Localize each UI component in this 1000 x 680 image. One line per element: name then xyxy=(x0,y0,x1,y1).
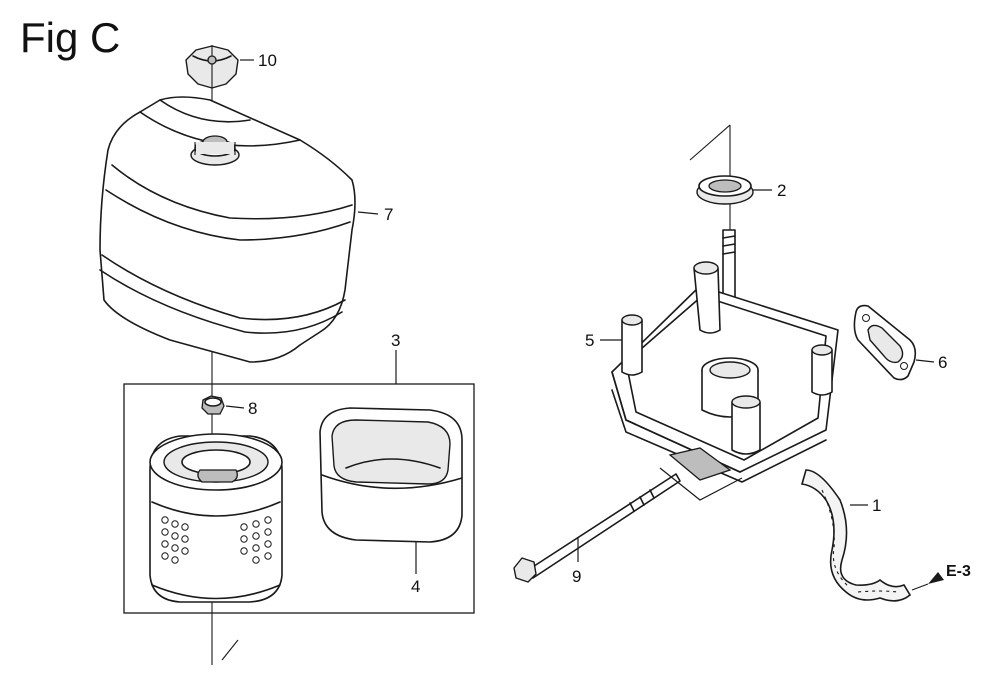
arrow-e3-icon xyxy=(928,572,944,584)
wing-nut-part xyxy=(185,45,239,89)
grommet-part xyxy=(696,175,754,205)
callout-3: 3 xyxy=(391,331,400,350)
figure-title: Fig C xyxy=(20,14,120,61)
leader-8 xyxy=(225,405,245,409)
callout-4: 4 xyxy=(411,577,420,596)
paper-filter-element-part xyxy=(149,433,283,603)
breather-tube-part xyxy=(800,469,912,602)
callout-7: 7 xyxy=(384,205,393,224)
gasket-part xyxy=(853,304,917,381)
leader-6 xyxy=(915,359,935,363)
reference-e3: E-3 xyxy=(946,563,971,580)
leader-9-bracket xyxy=(659,467,743,501)
callout-1: 1 xyxy=(872,496,881,515)
element-set-box xyxy=(123,383,475,614)
callout-5: 5 xyxy=(585,331,594,350)
leader-e3 xyxy=(911,583,929,591)
callout-9: 9 xyxy=(572,567,581,586)
air-cleaner-base-part xyxy=(611,261,839,483)
air-cleaner-cover-part xyxy=(99,96,356,363)
bolt-part xyxy=(513,473,681,583)
foam-precleaner-part xyxy=(319,407,463,543)
leader-7 xyxy=(357,211,379,215)
callout-10: 10 xyxy=(258,51,277,70)
callout-6: 6 xyxy=(938,353,947,372)
nut-part xyxy=(201,395,225,415)
callout-8: 8 xyxy=(248,399,257,418)
callout-2: 2 xyxy=(777,181,786,200)
